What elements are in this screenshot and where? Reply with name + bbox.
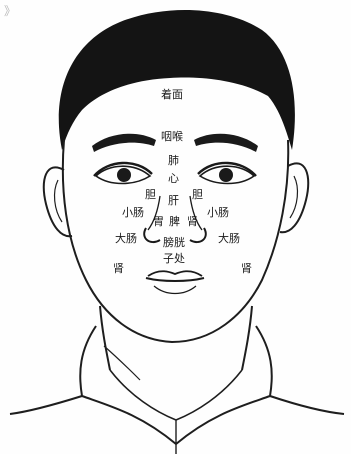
corner-mark: 》 — [4, 2, 16, 19]
right-eyebrow — [194, 134, 258, 152]
label-large-intestine-left: 大肠 — [115, 233, 137, 244]
right-ear-inner — [290, 176, 297, 218]
shoulder-left — [10, 396, 82, 414]
mouth-line — [146, 278, 204, 281]
label-stomach: 胃 — [153, 216, 164, 227]
mouth-lower — [154, 286, 196, 294]
label-uterus: 子处 — [163, 253, 185, 264]
label-kidney-right: 肾 — [241, 263, 252, 274]
label-bladder: 膀胱 — [163, 237, 185, 248]
collar-right — [176, 326, 272, 444]
label-kidney-left: 肾 — [113, 263, 124, 274]
label-heart: 心 — [168, 173, 179, 184]
label-large-intestine-right: 大肠 — [218, 233, 240, 244]
right-pupil — [219, 168, 233, 182]
label-gallbladder-left: 胆 — [145, 189, 156, 200]
shoulder-right — [270, 396, 344, 414]
label-lung: 肺 — [168, 155, 179, 166]
label-kidney-center: 肾 — [187, 216, 198, 227]
collar-center — [110, 370, 242, 420]
label-throat: 咽喉 — [161, 131, 183, 142]
neck-right — [242, 306, 252, 370]
label-gallbladder-right: 胆 — [192, 189, 203, 200]
collar-left — [80, 326, 176, 444]
label-face-area: 着面 — [161, 89, 183, 100]
hair — [59, 10, 295, 150]
label-liver: 肝 — [168, 195, 179, 206]
neck-left — [100, 306, 110, 370]
label-small-intestine-left: 小肠 — [122, 207, 144, 218]
left-pupil — [117, 168, 131, 182]
left-eyebrow — [92, 134, 156, 152]
left-ear-inner — [55, 180, 62, 222]
label-spleen: 脾 — [169, 216, 180, 227]
label-small-intestine-right: 小肠 — [207, 207, 229, 218]
mouth-upper — [148, 271, 202, 276]
